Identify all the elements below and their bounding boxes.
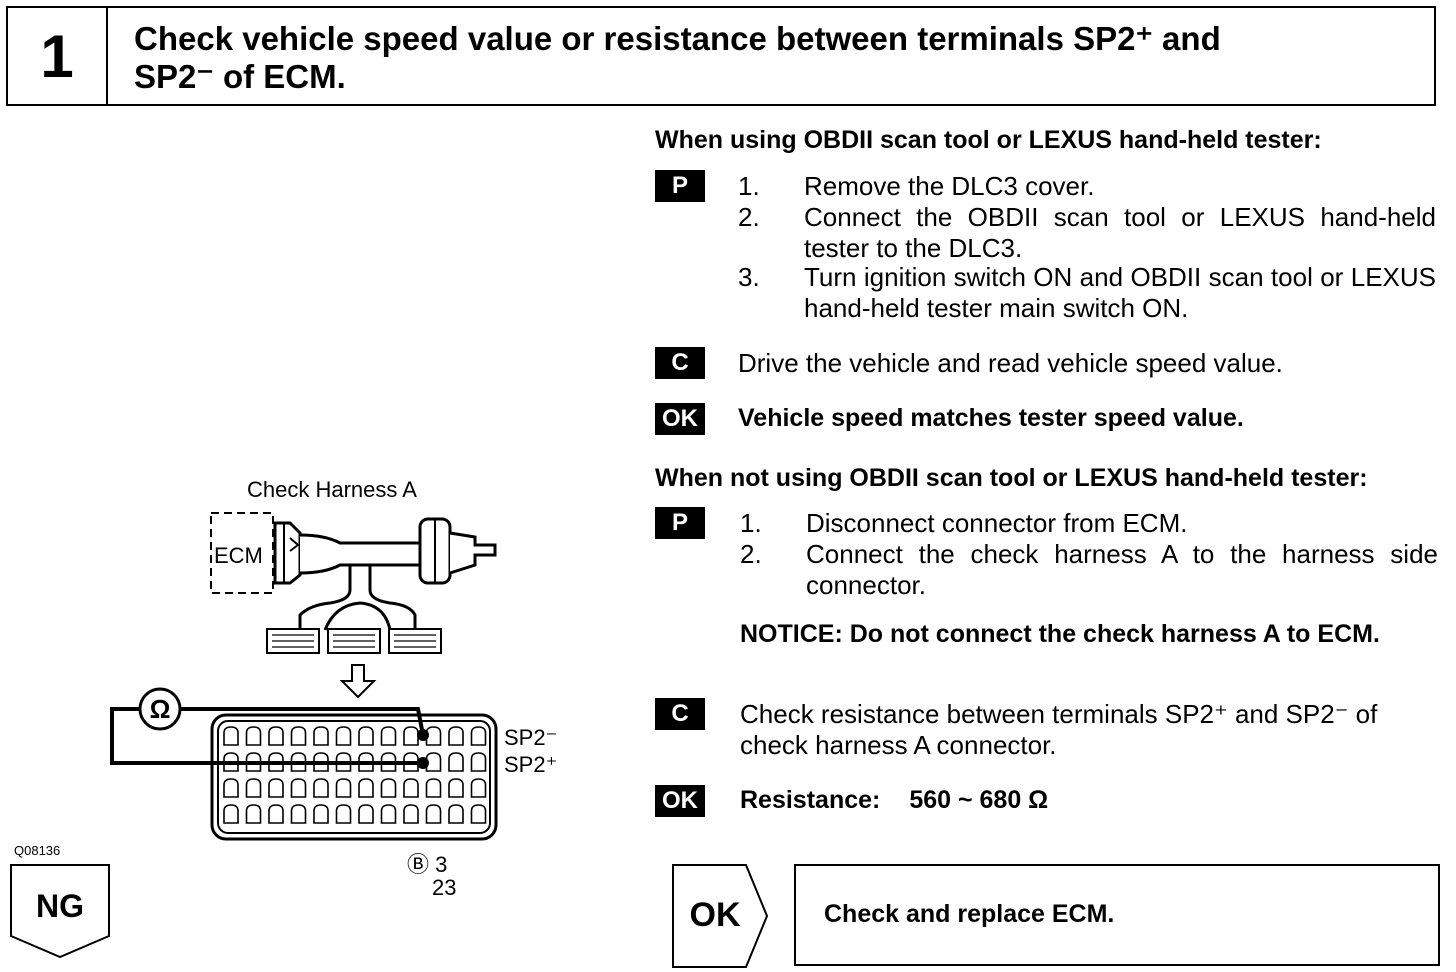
connector-pin — [223, 804, 239, 824]
section2-check-tag: C — [655, 698, 705, 730]
ng-label: NG — [36, 888, 84, 924]
connector-pin — [403, 778, 419, 798]
section1-check-text: Drive the vehicle and read vehicle speed… — [738, 348, 1283, 378]
ok-result-box: OK — [672, 864, 768, 968]
connector-pin — [245, 804, 262, 824]
connector-pin — [290, 726, 307, 746]
connector-pin — [380, 726, 397, 746]
step-title-line2: SP2⁻ of ECM. — [134, 58, 346, 95]
resistance-value: 560 ~ 680 Ω — [909, 786, 1049, 814]
down-arrow-icon — [339, 664, 377, 699]
section2-step-1: 1. Disconnect connector from ECM. — [740, 508, 1188, 538]
connector-pin — [403, 726, 419, 746]
connector-pin — [358, 778, 374, 798]
connector-pin — [290, 778, 307, 798]
ecm-label: ECM — [214, 543, 263, 568]
connector-pin — [380, 778, 397, 798]
connector-pin — [448, 778, 464, 798]
section1-ok-tag: OK — [655, 403, 705, 435]
section1-prep-tag: P — [655, 170, 705, 202]
connector-pin — [223, 778, 239, 798]
connector-id: Ⓑ 3 — [407, 852, 448, 877]
ok-label: OK — [689, 896, 741, 934]
connector-pin — [268, 804, 284, 824]
section1-check-tag: C — [655, 347, 705, 379]
result-box: Check and replace ECM. — [794, 864, 1440, 966]
connector-pin — [335, 726, 352, 746]
ecm-connector — [273, 521, 302, 585]
section2-ok-tag: OK — [655, 785, 705, 817]
connector-pin — [470, 726, 487, 746]
connector-pin — [470, 804, 487, 824]
connector-pin — [358, 804, 374, 824]
terminal-blocks — [266, 628, 442, 654]
result-text: Check and replace ECM. — [824, 900, 1115, 928]
section1-step-2: 2. Connect the OBDII scan tool or LEXUS … — [738, 202, 1436, 263]
svg-text:Ω: Ω — [150, 694, 171, 724]
connector-pin — [290, 804, 307, 824]
connector-pin — [470, 778, 487, 798]
section1-ok-text: Vehicle speed matches tester speed value… — [738, 404, 1244, 432]
connector-pin — [313, 726, 329, 746]
resistance-label: Resistance: — [740, 786, 881, 814]
section1-step-1: 1. Remove the DLC3 cover. — [738, 171, 1095, 201]
probe-lead-plus — [110, 707, 423, 765]
connector-pin: 23 — [432, 875, 457, 900]
ecm-box — [210, 512, 274, 594]
connector-pin — [425, 778, 442, 798]
connector-pin — [313, 778, 329, 798]
connector-pin — [335, 804, 352, 824]
check-harness-diagram: Ω — [110, 512, 498, 841]
section2-prep-tag: P — [655, 507, 705, 539]
connector-pin — [245, 778, 262, 798]
diagram-caption: Check Harness A — [247, 477, 417, 502]
connector-pin — [425, 752, 442, 772]
step-title-line1: Check vehicle speed value or resistance … — [134, 20, 1221, 57]
connector-pin — [268, 726, 284, 746]
ng-result-box: NG — [10, 864, 110, 958]
connector-pin — [313, 804, 329, 824]
connector-pin — [425, 804, 442, 824]
connector-pin — [448, 726, 464, 746]
section2-notice: NOTICE: Do not connect the check harness… — [740, 620, 1380, 648]
sp2-minus-label: SP2⁻ — [504, 725, 558, 750]
connector-pin — [268, 778, 284, 798]
connector-pin — [470, 752, 487, 772]
section1-heading: When using OBDII scan tool or LEXUS hand… — [655, 126, 1322, 154]
step-number: 1 — [8, 8, 108, 104]
section2-check-text: Check resistance between terminals SP2⁺ … — [740, 699, 1378, 760]
connector-pin — [223, 726, 239, 746]
connector-pins — [223, 726, 487, 824]
figure-id: Q08136 — [14, 843, 61, 858]
connector-pin — [245, 726, 262, 746]
connector-pin — [358, 726, 374, 746]
section2-ok-text: Resistance: 560 ~ 680 Ω — [740, 785, 1048, 816]
step-title: Check vehicle speed value or resistance … — [134, 20, 1414, 96]
probe-lead-minus — [180, 707, 425, 736]
section1-step-3: 3. Turn ignition switch ON and OBDII sca… — [738, 262, 1436, 323]
connector-pin — [448, 752, 464, 772]
section2-step-2: 2. Connect the check harness A to the ha… — [740, 539, 1438, 600]
connector-pin — [403, 804, 419, 824]
connector-pin — [380, 804, 397, 824]
connector-pin — [448, 804, 464, 824]
step-header: 1 Check vehicle speed value or resistanc… — [6, 6, 1436, 106]
section2-heading: When not using OBDII scan tool or LEXUS … — [655, 464, 1368, 492]
sp2-plus-label: SP2⁺ — [504, 752, 558, 777]
connector-pin — [335, 778, 352, 798]
